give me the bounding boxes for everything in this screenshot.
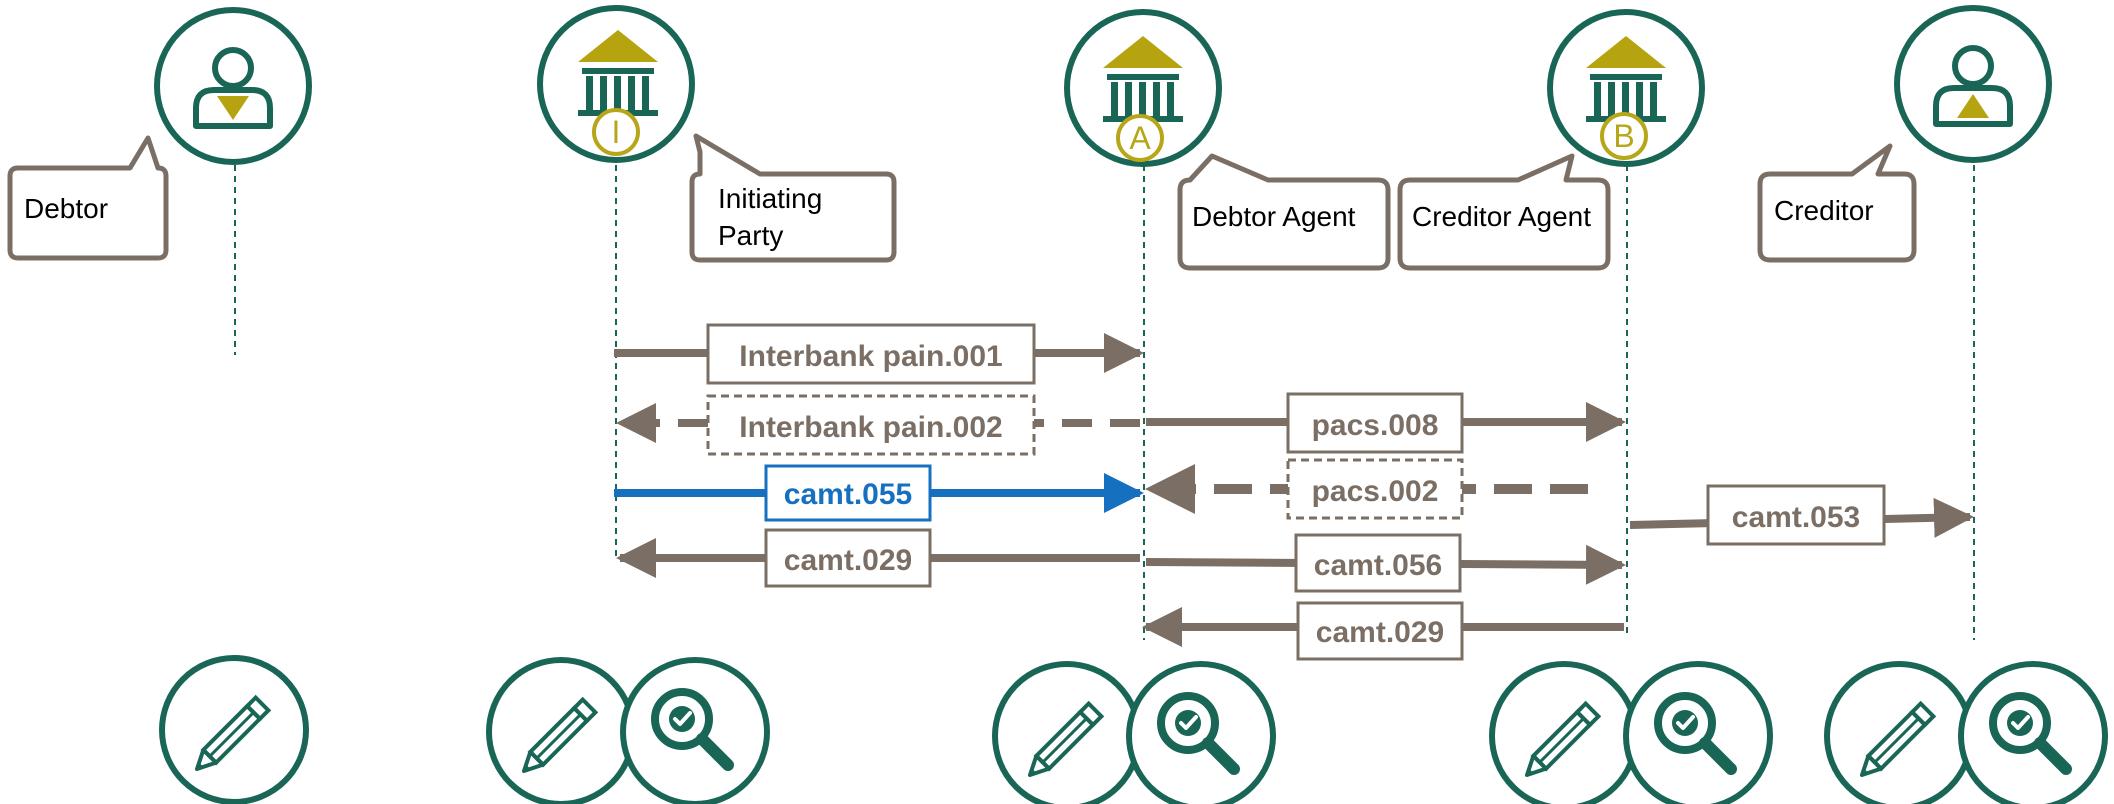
message-label: camt.053 xyxy=(1732,501,1860,534)
message-label: Interbank pain.001 xyxy=(739,340,1002,373)
message-label: camt.029 xyxy=(784,544,912,577)
message-pacs002: pacs.002 xyxy=(1145,458,1588,520)
message-camt056: camt.056 xyxy=(1145,533,1626,593)
creditor-speech-bubble xyxy=(1757,143,1917,263)
message-camt029-to-initiating-party: camt.029 xyxy=(616,528,1140,588)
initiating-party-bottom-icons xyxy=(486,657,770,804)
badge-i: I xyxy=(612,114,621,150)
message-interbank-pain002: Interbank pain.002 xyxy=(616,394,1140,456)
message-pacs008: pacs.008 xyxy=(1146,392,1626,454)
lifelines xyxy=(234,165,1975,640)
bottom-icons xyxy=(159,655,2108,804)
creditor-label: Creditor xyxy=(1774,195,1874,226)
creditor-agent-bottom-icons xyxy=(1489,661,1773,804)
creditor-agent-speech-bubble xyxy=(1397,153,1611,271)
message-camt055[interactable]: camt.055 xyxy=(614,464,1144,522)
message-interbank-pain001: Interbank pain.001 xyxy=(614,323,1144,385)
badge-a: A xyxy=(1129,120,1151,156)
actor-debtor-agent: A Debtor Agent xyxy=(1064,9,1391,271)
debtor-agent-label: Debtor Agent xyxy=(1192,201,1356,232)
initiating-party-label-line2: Party xyxy=(718,220,783,251)
message-camt053: camt.053 xyxy=(1629,484,1974,546)
badge-b-circle xyxy=(1600,112,1648,160)
debtor-agent-bottom-icons xyxy=(992,661,1276,804)
message-label: camt.029 xyxy=(1316,616,1444,649)
creditor-bottom-icons xyxy=(1824,661,2108,804)
initiating-party-label-line1: Initiating xyxy=(718,183,822,214)
debtor-speech-bubble xyxy=(7,135,169,261)
messages: Interbank pain.001 Interbank pain.002 pa… xyxy=(614,323,1974,661)
message-label: camt.055 xyxy=(784,478,912,511)
actor-creditor: Creditor xyxy=(1757,5,2052,263)
actor-debtor: Debtor xyxy=(7,7,312,261)
person-down-icon xyxy=(193,47,273,129)
person-up-icon xyxy=(1933,45,2013,127)
debtor-agent-speech-bubble xyxy=(1177,153,1391,271)
actor-creditor-agent: B Creditor Agent xyxy=(1397,9,1705,271)
badge-b: B xyxy=(1613,118,1634,154)
debtor-bottom-icons xyxy=(159,655,309,804)
badge-a-circle xyxy=(1116,114,1164,162)
message-label: Interbank pain.002 xyxy=(739,411,1002,444)
message-label: camt.056 xyxy=(1314,549,1442,582)
actor-initiating-party: I Initiating Party xyxy=(537,5,897,263)
badge-i-circle xyxy=(592,108,640,156)
message-camt029-to-debtor-agent: camt.029 xyxy=(1142,601,1624,661)
message-label: pacs.002 xyxy=(1312,475,1439,508)
debtor-label: Debtor xyxy=(24,193,108,224)
message-label: pacs.008 xyxy=(1312,409,1439,442)
creditor-agent-label: Creditor Agent xyxy=(1412,201,1591,232)
initiating-party-speech-bubble xyxy=(689,133,897,263)
